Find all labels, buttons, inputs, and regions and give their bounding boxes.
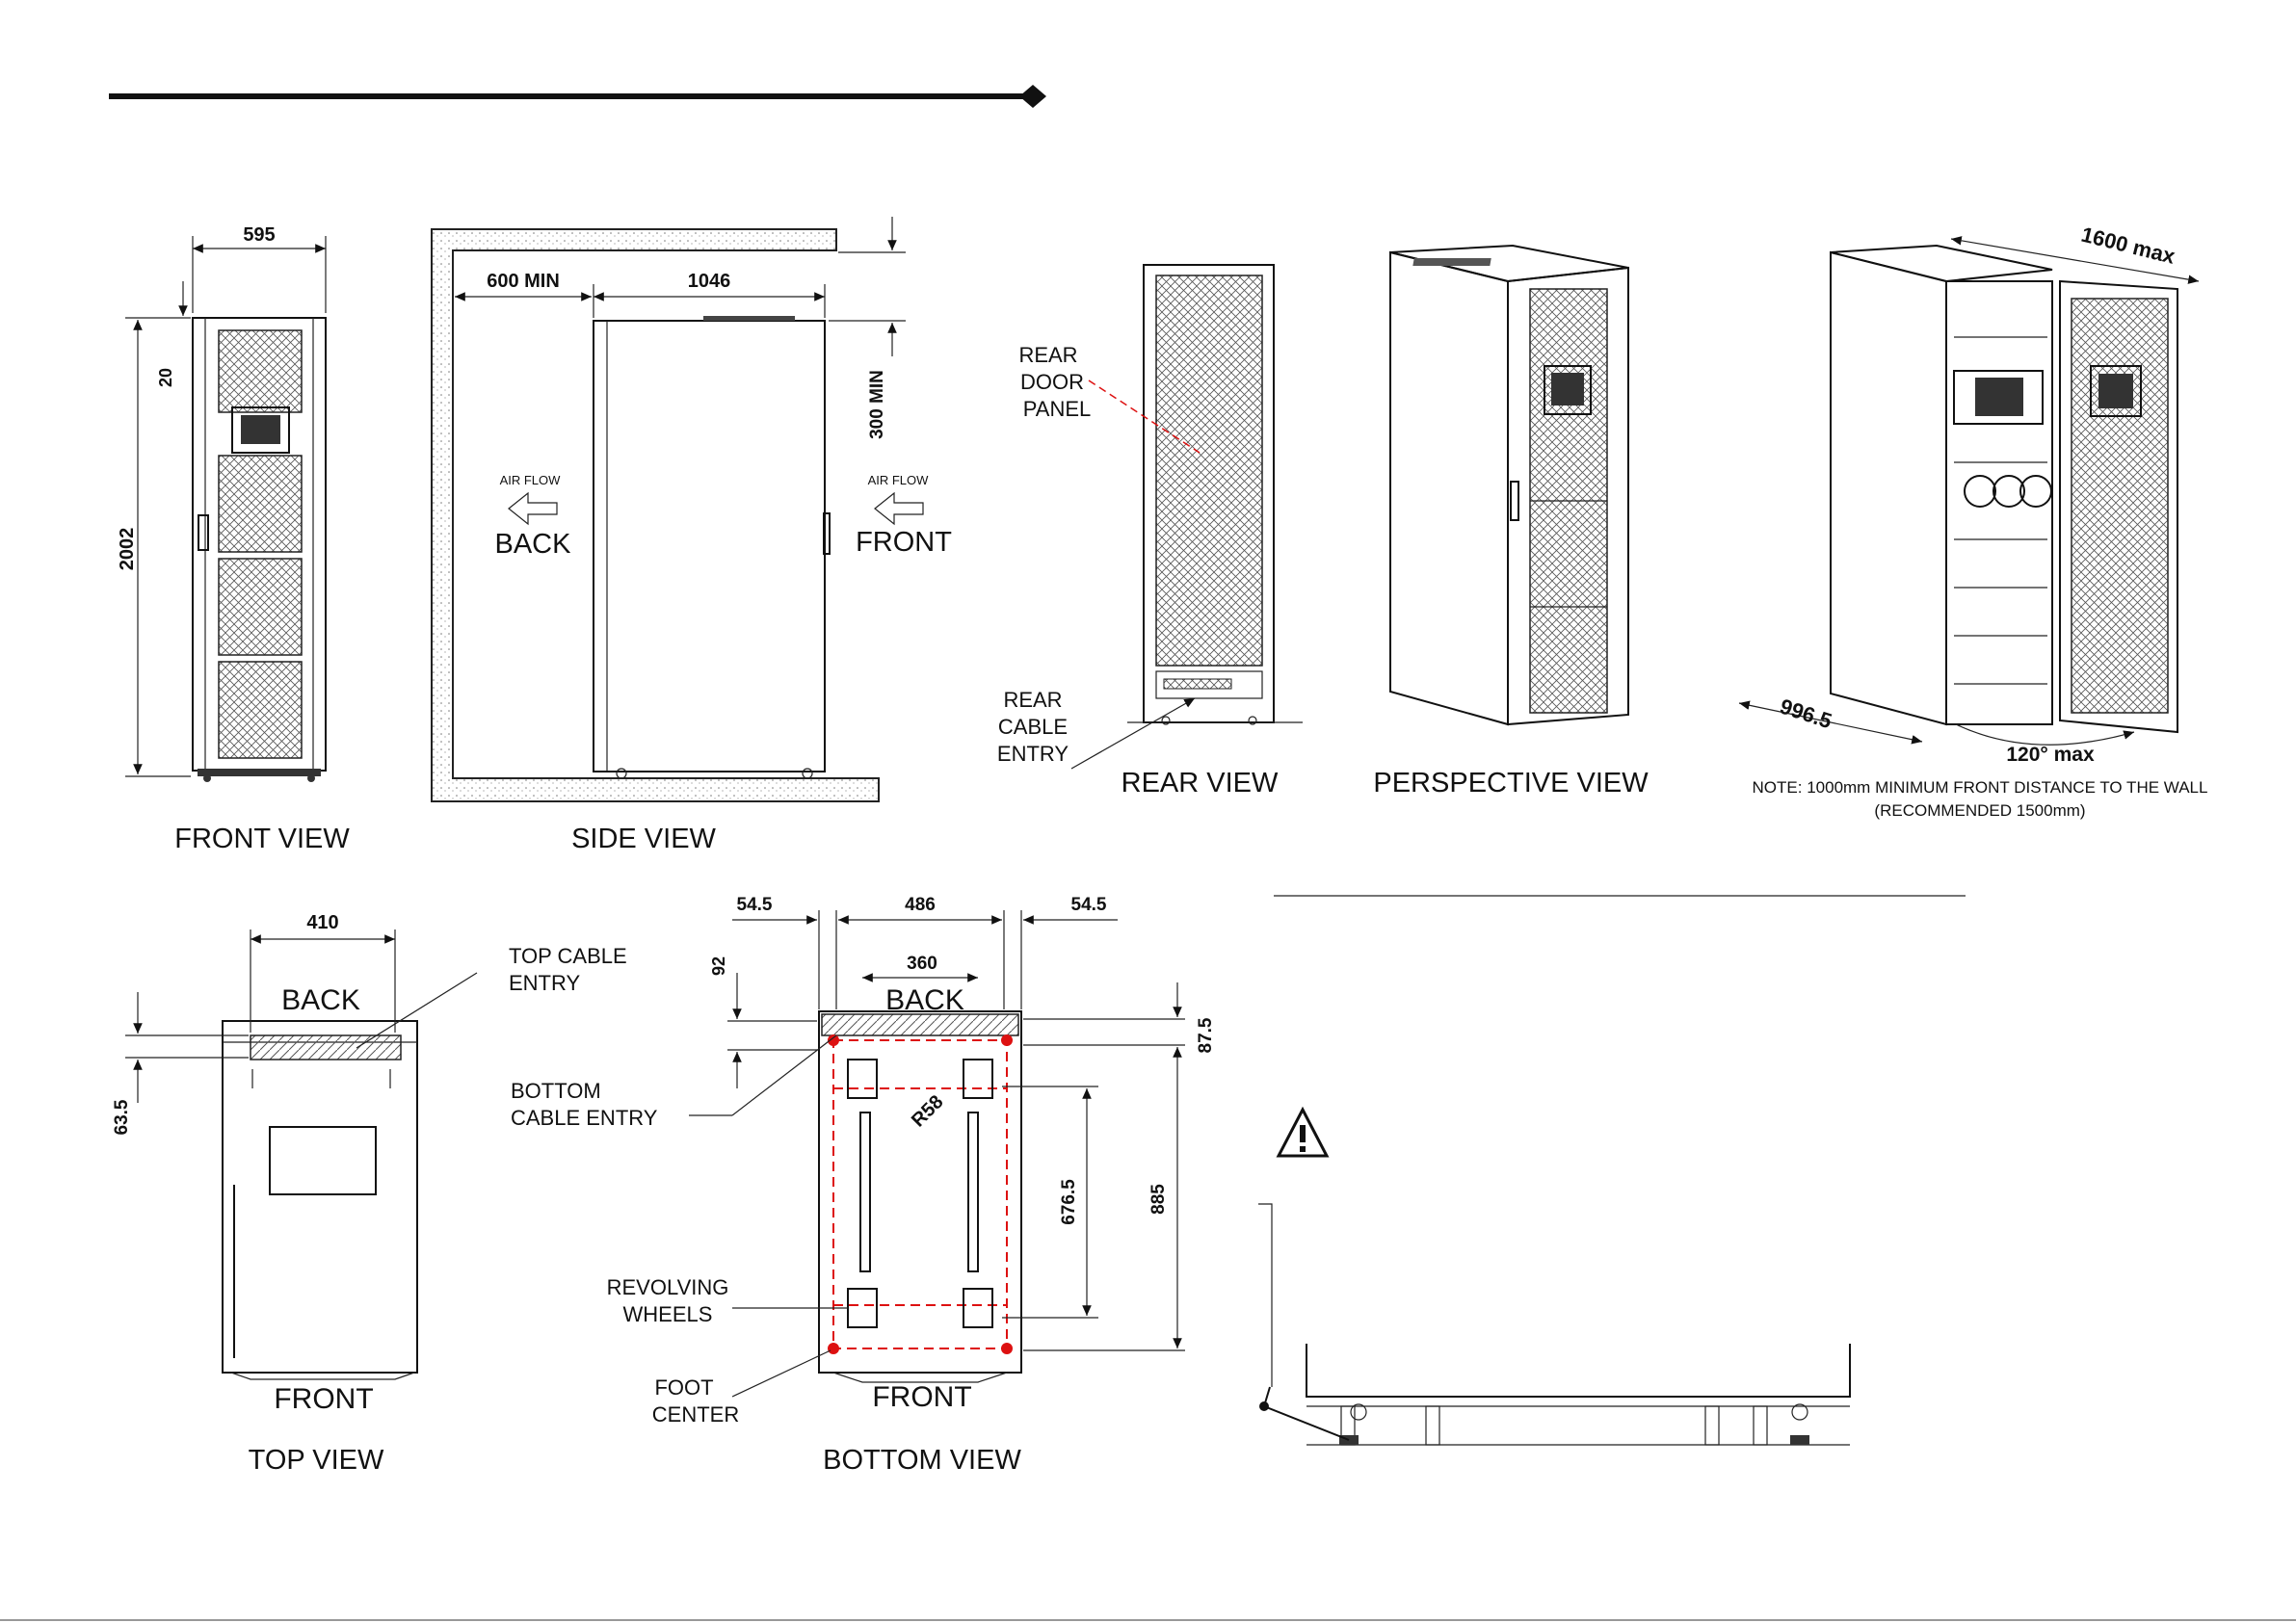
rear-door-label-3: PANEL [1023, 397, 1092, 421]
front-view: 595 2002 20 FRONT VIEW [117, 224, 350, 854]
top-front-label: FRONT [274, 1383, 373, 1415]
rear-cable-label-3: ENTRY [997, 742, 1069, 766]
bottom-front-label: FRONT [872, 1381, 971, 1413]
front-view-title: FRONT VIEW [174, 824, 350, 854]
bottom-wheels-label-1: REVOLVING [607, 1275, 729, 1299]
front-top-offset-dim: 20 [156, 368, 175, 387]
airflow-arrow-front [874, 491, 924, 526]
airflow-arrow-back [508, 491, 558, 526]
rear-view-title: REAR VIEW [1122, 768, 1279, 798]
leveling-detail [1258, 895, 1966, 1446]
bottom-radius-dim: R58 [908, 1091, 948, 1132]
door-angle-dim: 120° max [2006, 744, 2095, 766]
bottom-left-margin-dim: 54.5 [737, 895, 773, 915]
rear-door-label-2: DOOR [1020, 370, 1084, 394]
bottom-back-label: BACK [885, 984, 964, 1016]
rear-cable-label-2: CABLE [998, 715, 1068, 739]
top-cable-label-2: ENTRY [509, 971, 580, 995]
top-view-title: TOP VIEW [249, 1445, 384, 1476]
bottom-cable-label-1: BOTTOM [511, 1079, 601, 1103]
bottom-foot-span-dim: 885 [1148, 1184, 1169, 1215]
perspective-view: PERSPECTIVE VIEW [1373, 244, 1649, 798]
bottom-wheel-span-dim: 676.5 [1059, 1179, 1079, 1225]
bottom-foot-label-2: CENTER [652, 1402, 739, 1427]
bottom-foot-label-1: FOOT [654, 1375, 713, 1400]
bottom-view: 54.5 486 54.5 360 92 BACK R58 676.5 87.5… [511, 895, 1216, 1476]
side-depth-dim: 1046 [688, 271, 731, 292]
bottom-wheels-label-2: WHEELS [623, 1302, 713, 1326]
side-view: 600 MIN 1046 300 MIN AIR FLOW BACK AIR F… [431, 217, 952, 854]
side-back-label: BACK [495, 529, 572, 560]
airflow-label-front: AIR FLOW [868, 473, 930, 487]
front-width-dim: 595 [243, 224, 275, 246]
side-view-title: SIDE VIEW [571, 824, 716, 854]
wall-distance-note: NOTE: 1000mm MINIMUM FRONT DISTANCE TO T… [1753, 778, 2208, 797]
header-rule [109, 85, 1046, 108]
bottom-cable-label-2: CABLE ENTRY [511, 1106, 658, 1130]
open-door-view: 1600 max 996.5 120° max NOTE: 1000mm MIN… [1738, 223, 2208, 820]
open-depth-dim: 996.5 [1777, 694, 1834, 733]
bottom-top-offset-dim: 92 [709, 956, 728, 976]
bottom-view-title: BOTTOM VIEW [823, 1445, 1021, 1476]
rear-cable-label-1: REAR [1003, 688, 1062, 712]
top-view: 410 63.5 BACK FRONT TOP CABLE ENTRY TOP … [112, 912, 627, 1476]
bottom-inner-width-dim: 360 [907, 954, 937, 974]
perspective-view-title: PERSPECTIVE VIEW [1373, 768, 1649, 798]
warning-icon [1276, 1106, 1330, 1158]
side-min-top-dim: 300 MIN [867, 370, 887, 439]
top-depth-dim: 63.5 [112, 1099, 132, 1135]
airflow-label-back: AIR FLOW [500, 473, 562, 487]
side-front-label: FRONT [856, 527, 952, 558]
rear-door-label-1: REAR [1018, 343, 1077, 367]
door-sweep-dim: 1600 max [2079, 223, 2178, 269]
bottom-right-offset-dim: 87.5 [1196, 1017, 1216, 1053]
top-width-dim: 410 [306, 912, 338, 933]
bottom-right-margin-dim: 54.5 [1071, 895, 1107, 915]
bottom-width-dim: 486 [905, 895, 936, 915]
rear-view: REAR DOOR PANEL REAR CABLE ENTRY REAR VI… [997, 264, 1303, 798]
top-back-label: BACK [281, 984, 360, 1016]
front-height-dim: 2002 [117, 528, 138, 571]
top-cable-label-1: TOP CABLE [509, 944, 627, 968]
wall-distance-recommended: (RECOMMENDED 1500mm) [1874, 801, 2085, 820]
side-min-back-dim: 600 MIN [487, 271, 560, 292]
